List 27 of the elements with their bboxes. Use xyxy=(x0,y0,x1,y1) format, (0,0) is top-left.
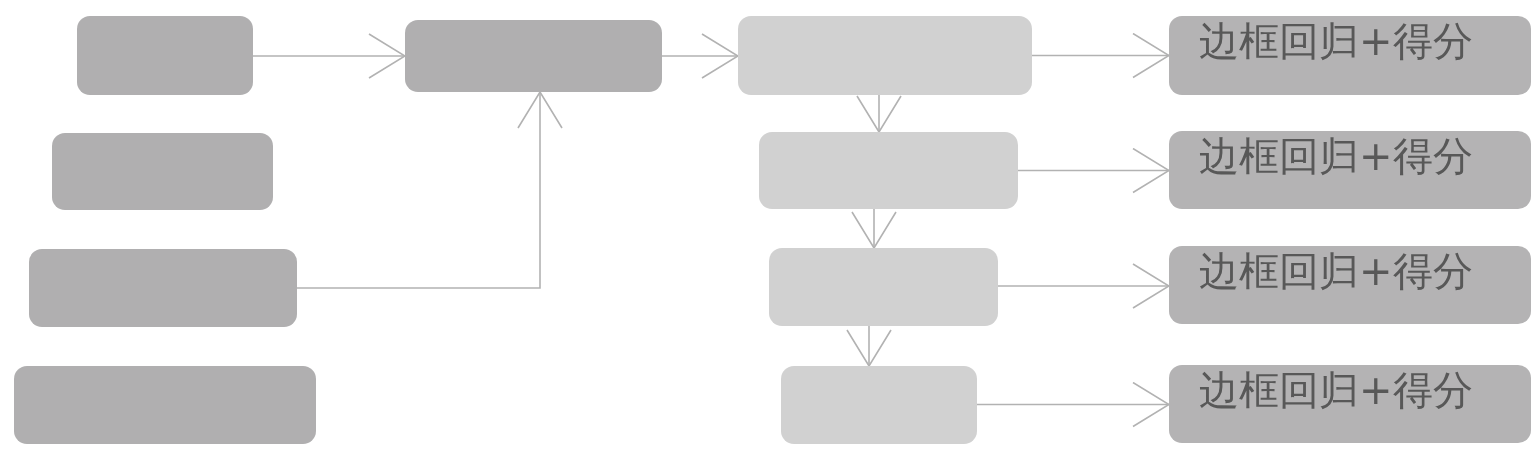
step-label: 边框回归+得分 xyxy=(1199,366,1473,415)
process-box xyxy=(405,20,662,92)
arrow xyxy=(252,33,406,79)
process-box xyxy=(52,133,273,210)
process-box xyxy=(29,249,297,327)
step-label: 边框回归+得分 xyxy=(1199,132,1473,181)
arrow xyxy=(851,208,897,249)
process-box xyxy=(769,248,998,326)
process-box xyxy=(1169,365,1531,443)
arrow xyxy=(1031,32,1170,79)
process-box xyxy=(77,16,253,95)
arrow xyxy=(661,33,739,79)
process-box xyxy=(1169,16,1531,95)
step-label: 边框回归+得分 xyxy=(1199,17,1473,66)
process-box xyxy=(738,16,1032,95)
process-box xyxy=(1169,246,1531,324)
arrow xyxy=(856,94,902,133)
arrow xyxy=(997,263,1170,309)
arrow xyxy=(296,91,563,289)
process-box xyxy=(781,366,977,444)
arrow xyxy=(976,381,1170,428)
process-box xyxy=(759,132,1018,209)
arrow xyxy=(846,325,892,367)
process-box xyxy=(14,366,316,444)
step-label: 边框回归+得分 xyxy=(1199,247,1473,296)
arrow xyxy=(1017,147,1170,194)
process-box xyxy=(1169,131,1531,209)
